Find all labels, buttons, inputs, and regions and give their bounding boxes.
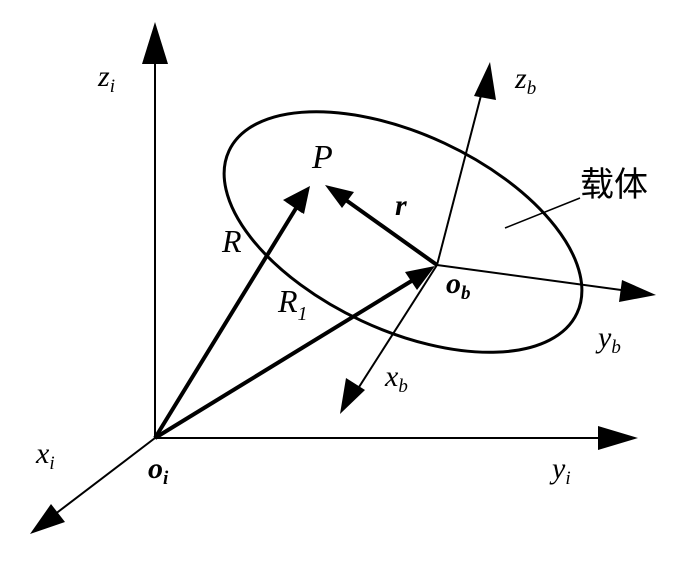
vector-r-arrowhead: [325, 185, 354, 208]
vector-R: [153, 203, 300, 440]
vector-R1: [153, 275, 420, 440]
label-R: R: [221, 223, 242, 259]
xb-axis: [351, 264, 438, 399]
zb-axis: [436, 79, 486, 266]
zb-arrowhead: [474, 62, 496, 100]
xi-arrowhead: [30, 504, 65, 534]
label-zb: zb: [514, 62, 536, 99]
vector-R1-arrowhead: [405, 266, 435, 290]
label-carrier: 载体: [580, 165, 648, 205]
label-yb: yb: [595, 321, 621, 358]
label-R1: R1: [277, 283, 308, 325]
xi-axis: [49, 437, 156, 519]
carrier-ellipse: [222, 110, 584, 354]
zi-arrowhead: [142, 22, 168, 64]
vector-r: [341, 196, 439, 267]
label-yi: yi: [549, 452, 571, 489]
label-P: P: [311, 139, 333, 176]
label-zi: zi: [97, 60, 115, 97]
label-xb: xb: [384, 360, 408, 397]
yi-arrowhead: [598, 426, 638, 450]
xb-arrowhead: [340, 378, 365, 414]
vector-R-arrowhead-full: [283, 186, 310, 214]
yb-axis: [436, 264, 637, 293]
label-xi: xi: [35, 437, 55, 474]
yb-arrowhead: [619, 280, 656, 302]
carrier-leader-line: [504, 197, 581, 229]
label-r: r: [395, 189, 407, 222]
label-oi: oi: [148, 452, 169, 489]
label-ob: ob: [446, 267, 471, 304]
